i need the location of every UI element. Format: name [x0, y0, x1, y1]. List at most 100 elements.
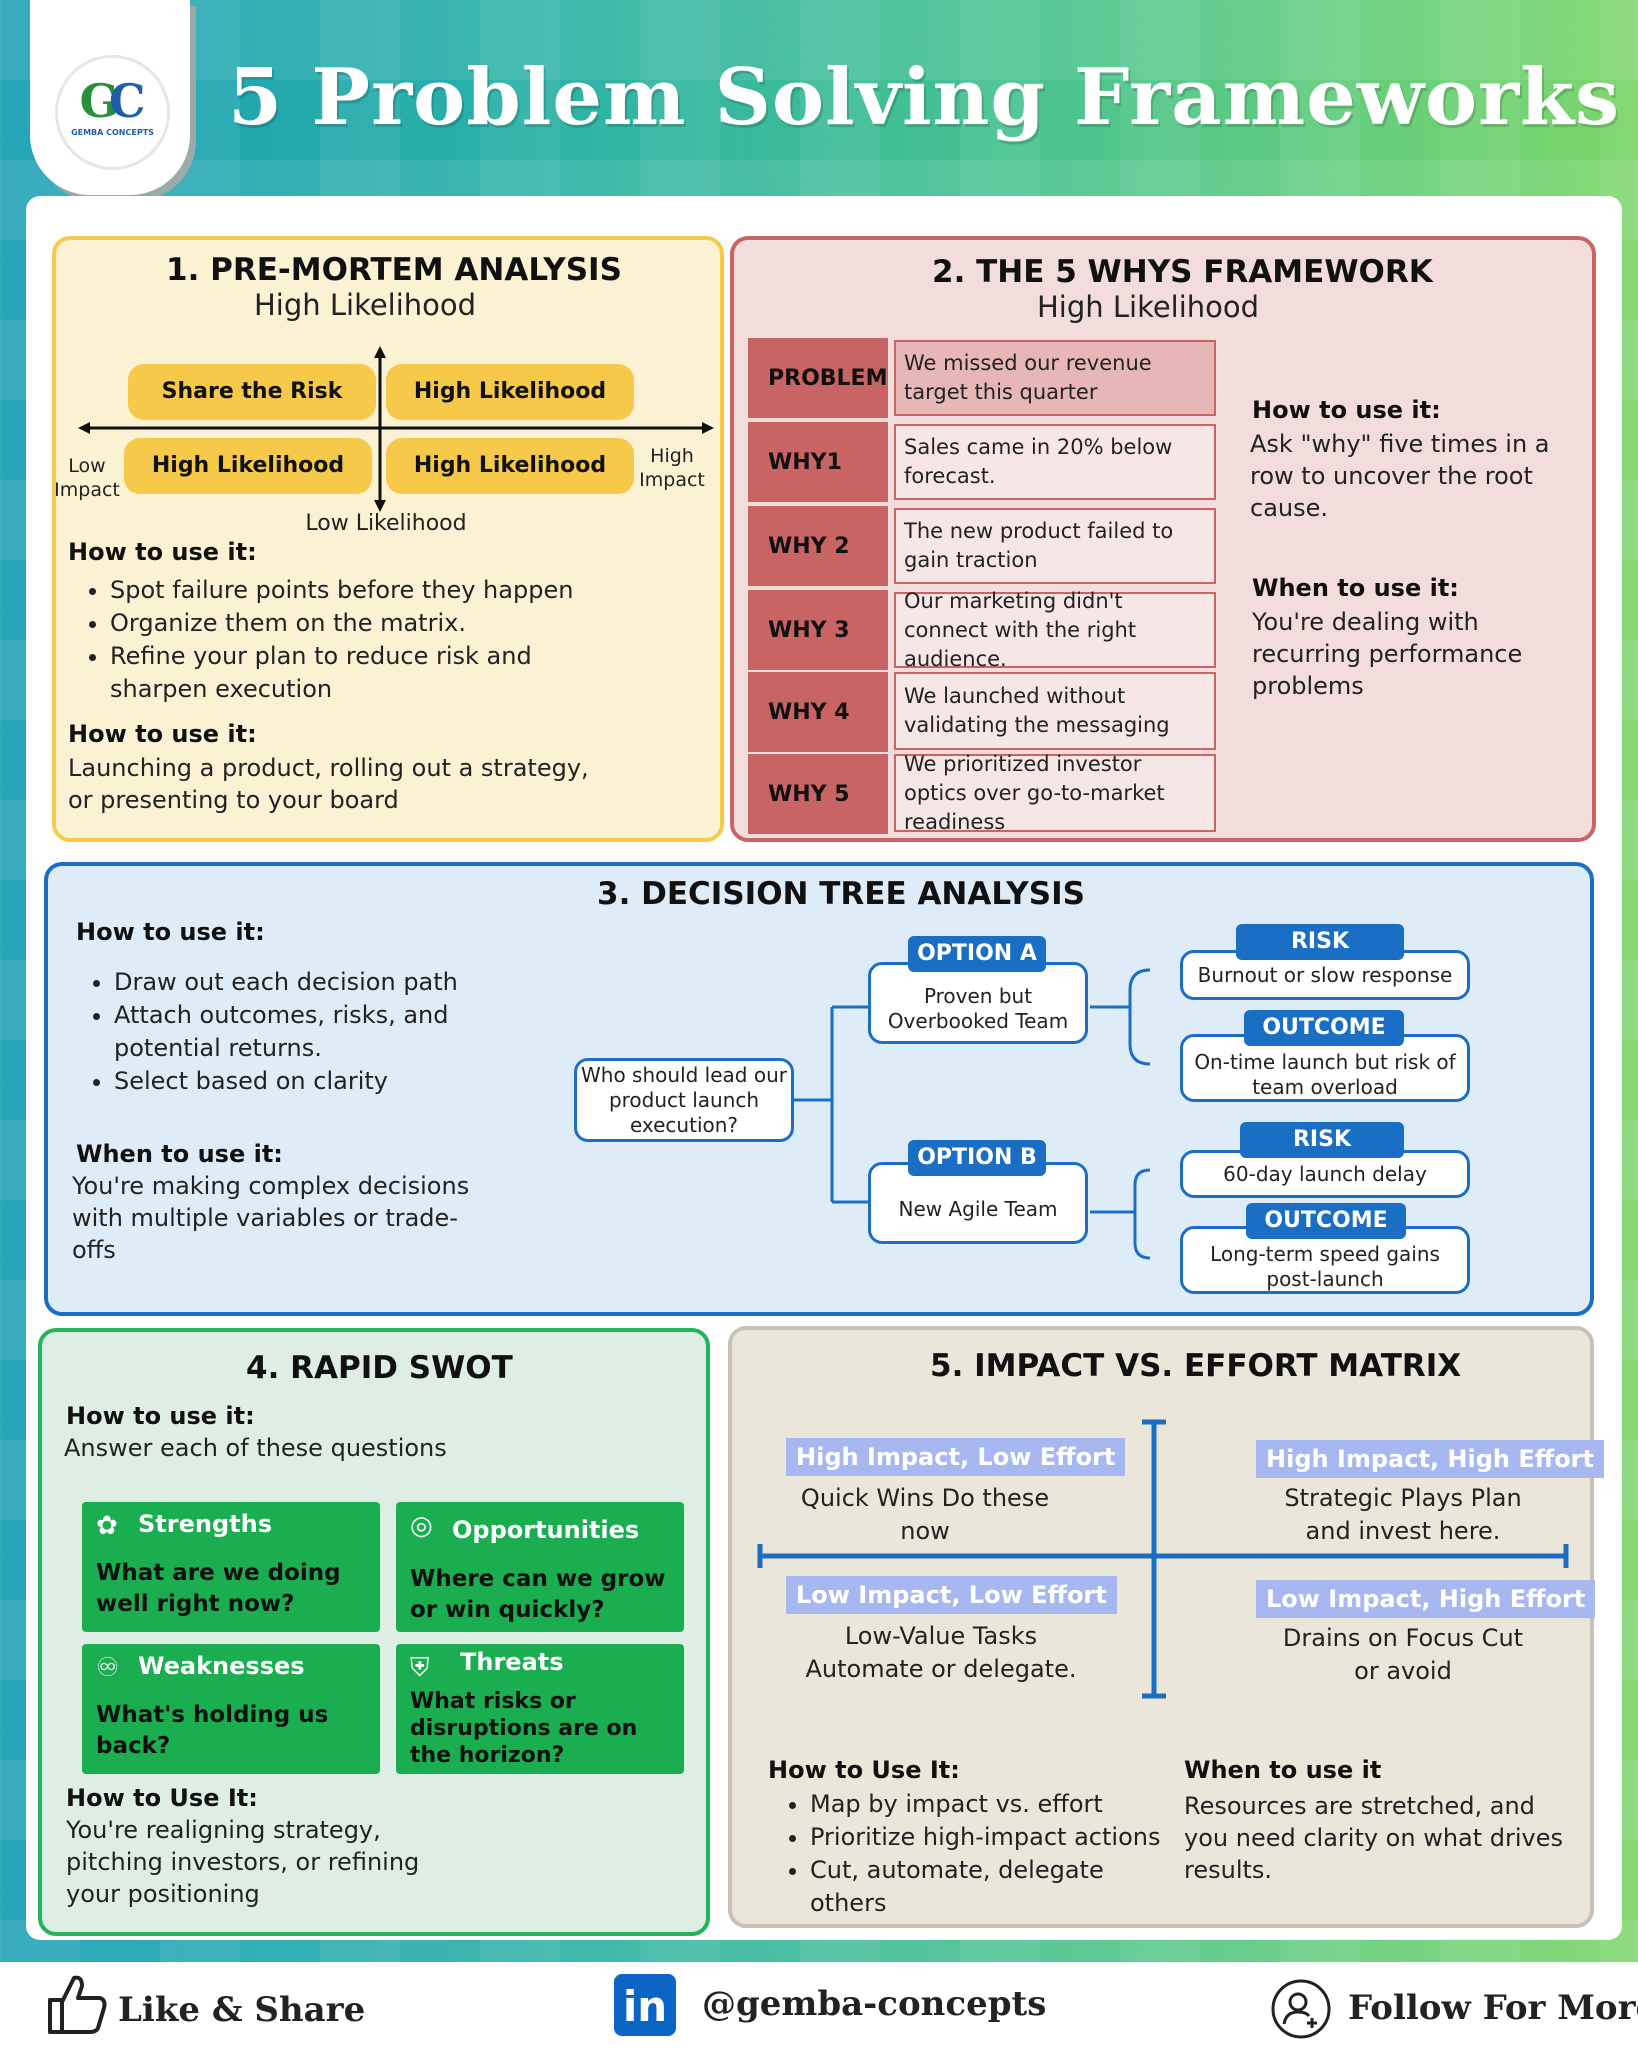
- tree-a-outcome: On-time launch but risk of team overload: [1180, 1034, 1470, 1102]
- premortem-how-heading: How to use it:: [68, 538, 257, 566]
- impact-effort-when-heading: When to use it: [1184, 1756, 1382, 1784]
- why-text-problem: We missed our revenue target this quarte…: [894, 340, 1216, 416]
- quadrant-top-right: High Likelihood: [386, 364, 634, 420]
- swot-how-text: Answer each of these questions: [64, 1434, 447, 1462]
- swot-weaknesses-question: What's holding us back?: [96, 1702, 329, 1759]
- premortem-axes: [78, 346, 714, 512]
- brain-icon: ✿: [96, 1511, 118, 1541]
- like-share-label[interactable]: Like & Share: [118, 1990, 366, 2030]
- impact-effort-when-text: Resources are stretched, and you need cl…: [1184, 1792, 1564, 1884]
- quadrant-text-strategic-plays: Strategic Plays Plan and invest here.: [1284, 1484, 1522, 1545]
- axis-low-likelihood: Low Likelihood: [305, 511, 467, 536]
- five-whys-subtitle: High Likelihood: [1037, 290, 1260, 324]
- quadrant-share-the-risk: Share the Risk: [128, 364, 376, 420]
- five-whys-how-text: Ask "why" five times in a row to uncover…: [1250, 430, 1550, 522]
- logo-name: GEMBA CONCEPTS: [71, 128, 154, 137]
- swot-threats-title: Threats: [460, 1648, 564, 1676]
- list-item: Draw out each decision path: [114, 966, 504, 999]
- swot-strengths-question: What are we doing well right now?: [96, 1560, 341, 1617]
- swot-title: 4. RAPID SWOT: [246, 1350, 513, 1386]
- quadrant-label-high-impact-high-effort: High Impact, High Effort: [1256, 1440, 1604, 1478]
- quadrant-bottom-right: High Likelihood: [386, 438, 634, 494]
- premortem-how-list: Spot failure points before they happen O…: [70, 574, 630, 706]
- quadrant-label-low-impact-low-effort: Low Impact, Low Effort: [786, 1576, 1117, 1614]
- linkedin-handle[interactable]: @gemba-concepts: [702, 1984, 1047, 2024]
- axis-low-impact: Low Impact: [54, 455, 120, 501]
- why-text-1: Sales came in 20% below forecast.: [894, 424, 1216, 500]
- tree-root-question: Who should lead our product launch execu…: [574, 1058, 794, 1142]
- logo-letter-c: C: [108, 74, 146, 128]
- swot-strengths: ✿ Strengths What are we doing well right…: [82, 1502, 380, 1632]
- why-text-4: We launched without validating the messa…: [894, 672, 1216, 750]
- list-item: Refine your plan to reduce risk and shar…: [110, 640, 630, 706]
- option-a-risk-badge: RISK: [1236, 924, 1404, 960]
- premortem-card: [52, 236, 724, 842]
- swot-threats-question: What risks or disruptions are on the hor…: [410, 1689, 638, 1768]
- shield-icon: ⛨: [410, 1653, 430, 1683]
- tree-option-b: New Agile Team: [868, 1162, 1088, 1244]
- decision-tree-title: 3. DECISION TREE ANALYSIS: [597, 876, 1085, 912]
- target-icon: ◎: [410, 1511, 433, 1541]
- impact-effort-title: 5. IMPACT VS. EFFORT MATRIX: [930, 1348, 1462, 1384]
- why-text-3: Our marketing didn't connect with the ri…: [894, 589, 1216, 671]
- premortem-subtitle: High Likelihood: [254, 288, 477, 322]
- decision-tree-when-text: You're making complex decisions with mul…: [72, 1172, 470, 1264]
- follow-label[interactable]: Follow For More: [1348, 1988, 1638, 2028]
- decision-tree-when-heading: When to use it:: [76, 1140, 283, 1168]
- premortem-title: 1. PRE-MORTEM ANALYSIS: [166, 252, 622, 288]
- swot-weaknesses-title: Weaknesses: [138, 1652, 305, 1680]
- five-whys-when-text: You're dealing with recurring performanc…: [1252, 608, 1523, 700]
- why-text-2: The new product failed to gain traction: [894, 508, 1216, 584]
- tree-b-outcome: Long-term speed gains post-launch: [1180, 1226, 1470, 1294]
- option-b-badge: OPTION B: [908, 1140, 1046, 1176]
- thumbs-up-icon[interactable]: [44, 1970, 108, 2036]
- five-whys-title: 2. THE 5 WHYS FRAMEWORK: [932, 254, 1433, 290]
- premortem-when-text: Launching a product, rolling out a strat…: [68, 754, 589, 814]
- list-item: Select based on clarity: [114, 1065, 504, 1098]
- quadrant-label-low-impact-high-effort: Low Impact, High Effort: [1256, 1580, 1596, 1618]
- quadrant-text-quick-wins: Quick Wins Do these now: [800, 1484, 1050, 1545]
- swot-weaknesses: ♾ Weaknesses What's holding us back?: [82, 1644, 380, 1774]
- swot-strengths-title: Strengths: [138, 1510, 272, 1538]
- option-b-risk-badge: RISK: [1240, 1122, 1404, 1158]
- list-item: Cut, automate, delegate others: [810, 1854, 1170, 1920]
- impact-effort-axes: [757, 1419, 1569, 1699]
- why-label-problem: PROBLEM: [748, 338, 888, 418]
- why-label-1: WHY1: [748, 422, 888, 502]
- logo: GC GEMBA CONCEPTS: [55, 55, 170, 170]
- swot-how-heading: How to use it:: [66, 1402, 255, 1430]
- why-label-2: WHY 2: [748, 506, 888, 586]
- footer: [0, 1962, 1638, 2048]
- linkedin-icon[interactable]: in: [614, 1974, 676, 2036]
- quadrant-text-drains: Drains on Focus Cut or avoid: [1282, 1624, 1524, 1685]
- swot-opportunities-question: Where can we grow or win quickly?: [410, 1566, 666, 1623]
- list-item: Prioritize high-impact actions: [810, 1821, 1170, 1854]
- impact-effort-how-list: Map by impact vs. effort Prioritize high…: [770, 1788, 1170, 1920]
- option-b-outcome-badge: OUTCOME: [1246, 1203, 1406, 1239]
- five-whys-how-heading: How to use it:: [1252, 396, 1441, 424]
- add-user-icon[interactable]: [1270, 1978, 1332, 2040]
- list-item: Organize them on the matrix.: [110, 607, 630, 640]
- page-title: 5 Problem Solving Frameworks: [228, 52, 1621, 143]
- tree-option-a: Proven but Overbooked Team: [868, 962, 1088, 1044]
- swot-card: [38, 1328, 710, 1936]
- impact-effort-card: [728, 1326, 1594, 1928]
- swot-use-text: You're realigning strategy, pitching inv…: [66, 1816, 420, 1908]
- list-item: Spot failure points before they happen: [110, 574, 630, 607]
- handshake-icon: ♾: [96, 1653, 120, 1683]
- list-item: Attach outcomes, risks, and potential re…: [114, 999, 504, 1065]
- why-text-5: We prioritized investor optics over go-t…: [894, 752, 1216, 834]
- decision-tree-how-list: Draw out each decision path Attach outco…: [74, 966, 504, 1098]
- option-a-badge: OPTION A: [908, 936, 1046, 972]
- swot-opportunities-title: Opportunities: [452, 1516, 640, 1544]
- premortem-when-heading: How to use it:: [68, 720, 257, 748]
- quadrant-bottom-left: High Likelihood: [124, 438, 372, 494]
- logo-letter-g: G: [79, 74, 119, 128]
- tree-connectors: [790, 968, 1151, 1260]
- swot-threats: ⛨ Threats What risks or disruptions are …: [396, 1644, 684, 1774]
- five-whys-when-heading: When to use it:: [1252, 574, 1459, 602]
- axis-high-impact: High Impact: [639, 445, 705, 491]
- decision-tree-how-heading: How to use it:: [76, 918, 265, 946]
- quadrant-text-low-value: Low-Value Tasks Automate or delegate.: [805, 1622, 1077, 1683]
- why-label-4: WHY 4: [748, 672, 888, 752]
